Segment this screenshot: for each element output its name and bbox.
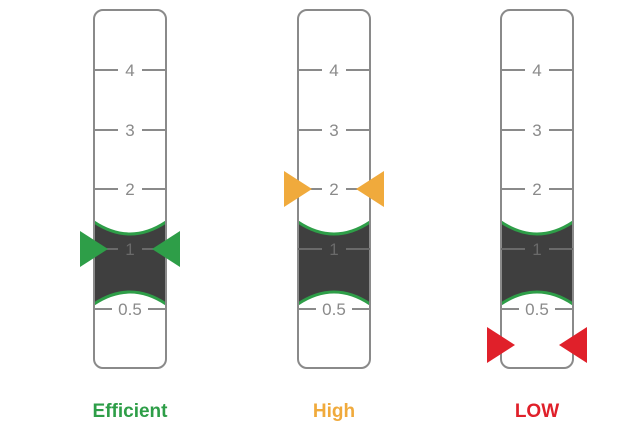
right-indicator-arrow: [559, 327, 587, 363]
status-label-low: LOW: [515, 401, 559, 422]
fluid-fill: [298, 222, 370, 304]
top-meniscus: [297, 220, 371, 236]
left-indicator-arrow: [284, 171, 312, 207]
tick-label: 1: [125, 240, 134, 259]
tick-label: 3: [329, 121, 338, 140]
right-indicator-arrow: [356, 171, 384, 207]
bottom-meniscus: [500, 290, 574, 306]
tick-label: 1: [329, 240, 338, 259]
tick-label: 0.5: [525, 300, 549, 319]
top-meniscus: [93, 220, 167, 236]
tick-label: 3: [532, 121, 541, 140]
fluid-fill: [94, 222, 166, 304]
status-label-efficient: Efficient: [93, 401, 169, 422]
tick-label: 0.5: [118, 300, 142, 319]
top-meniscus: [500, 220, 574, 236]
status-label-high: High: [313, 401, 355, 422]
tick-label: 4: [532, 61, 541, 80]
bottom-meniscus: [93, 290, 167, 306]
tick-label: 4: [329, 61, 338, 80]
tick-label: 3: [125, 121, 134, 140]
tick-label: 4: [125, 61, 134, 80]
bottom-meniscus: [297, 290, 371, 306]
tick-label: 2: [125, 180, 134, 199]
tick-label: 0.5: [322, 300, 346, 319]
tick-label: 1: [532, 240, 541, 259]
tick-label: 2: [532, 180, 541, 199]
fluid-fill: [501, 222, 573, 304]
left-indicator-arrow: [80, 231, 108, 267]
tick-label: 2: [329, 180, 338, 199]
left-indicator-arrow: [487, 327, 515, 363]
right-indicator-arrow: [152, 231, 180, 267]
